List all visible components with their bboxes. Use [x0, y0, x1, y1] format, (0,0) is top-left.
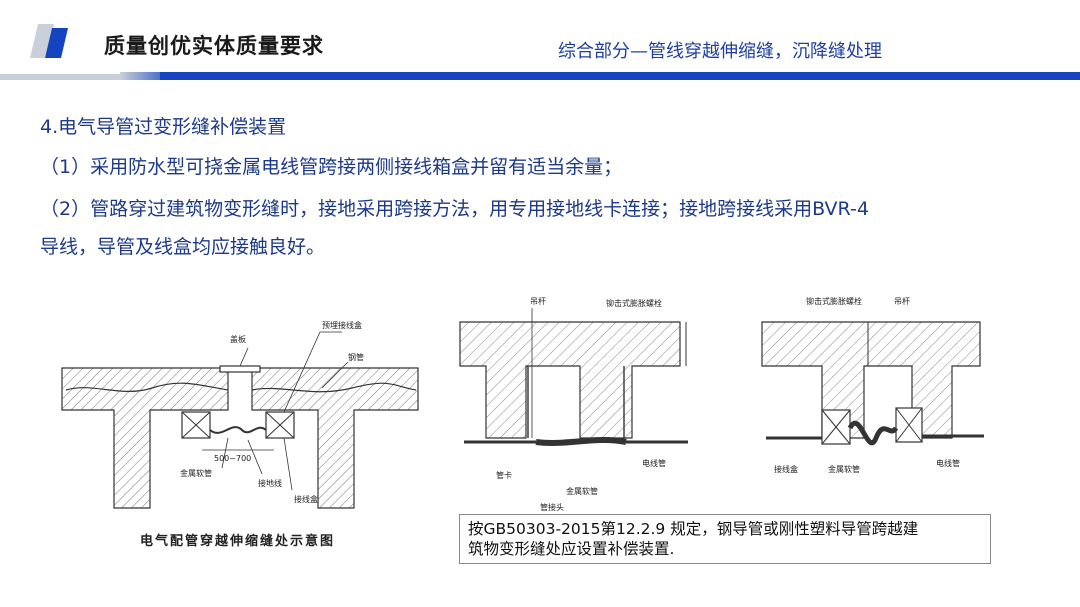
section-subtitle: 综合部分—管线穿越伸缩缝，沉降缝处理	[558, 41, 882, 62]
svg-text:盖板: 盖板	[230, 334, 246, 344]
requirement-item-2-line-2: 导线，导管及线盒均应接触良好。	[40, 236, 326, 258]
slab-left	[61, 367, 229, 509]
logo-icon	[30, 24, 68, 58]
svg-text:吊杆: 吊杆	[894, 296, 910, 306]
svg-text:管卡: 管卡	[496, 470, 512, 480]
note-line-2: 筑物变形缝处应设置补偿装置.	[468, 540, 675, 558]
svg-text:接线盒: 接线盒	[774, 464, 798, 474]
svg-text:金属软管: 金属软管	[566, 486, 598, 496]
requirement-item-2-line-1: （2）管路穿过建筑物变形缝时，接地采用跨接方法，用专用接地线卡连接；接地跨接线采…	[40, 198, 869, 220]
diagram-caption: 电气配管穿越伸缩缝处示意图	[140, 534, 336, 549]
svg-text:金属软管: 金属软管	[180, 468, 212, 478]
requirement-item-1: （1）采用防水型可挠金属电线管跨接两侧接线箱盒并留有适当余量；	[40, 156, 623, 178]
header-divider	[0, 72, 1080, 80]
svg-text:电线管: 电线管	[642, 458, 666, 468]
svg-text:接地线: 接地线	[258, 478, 282, 488]
svg-text:铆击式膨胀螺栓: 铆击式膨胀螺栓	[806, 296, 862, 306]
svg-text:管接头: 管接头	[540, 502, 564, 512]
svg-text:吊杆: 吊杆	[530, 296, 546, 306]
note-line-1: 按GB50303-2015第12.2.9 规定，钢导管或刚性塑料导管跨越建	[468, 520, 919, 538]
svg-text:预埋接线盒: 预埋接线盒	[322, 320, 362, 330]
suspended-conduit-compensation-diagram: 吊杆 铆击式膨胀螺栓 电线管 管卡 金属软管 管接头 铆击式膨胀螺栓 吊杆 接线…	[459, 296, 984, 512]
svg-text:金属软管: 金属软管	[828, 464, 860, 474]
svg-text:铆击式膨胀螺栓: 铆击式膨胀螺栓	[606, 298, 662, 308]
svg-text:500~700: 500~700	[214, 454, 251, 463]
slab-right	[251, 367, 419, 509]
svg-text:接线盒: 接线盒	[294, 494, 318, 504]
section-heading: 4.电气导管过变形缝补偿装置	[40, 116, 287, 138]
page-title: 质量创优实体质量要求	[104, 34, 324, 58]
svg-text:钢管: 钢管	[348, 352, 364, 362]
expansion-joint-conduit-diagram: 500~700 盖板 预埋接线盒 钢管 金属软管 接地线 接线盒	[61, 320, 419, 509]
standard-note-box: 按GB50303-2015第12.2.9 规定，钢导管或刚性塑料导管跨越建 筑物…	[459, 514, 991, 564]
svg-text:电线管: 电线管	[936, 458, 960, 468]
